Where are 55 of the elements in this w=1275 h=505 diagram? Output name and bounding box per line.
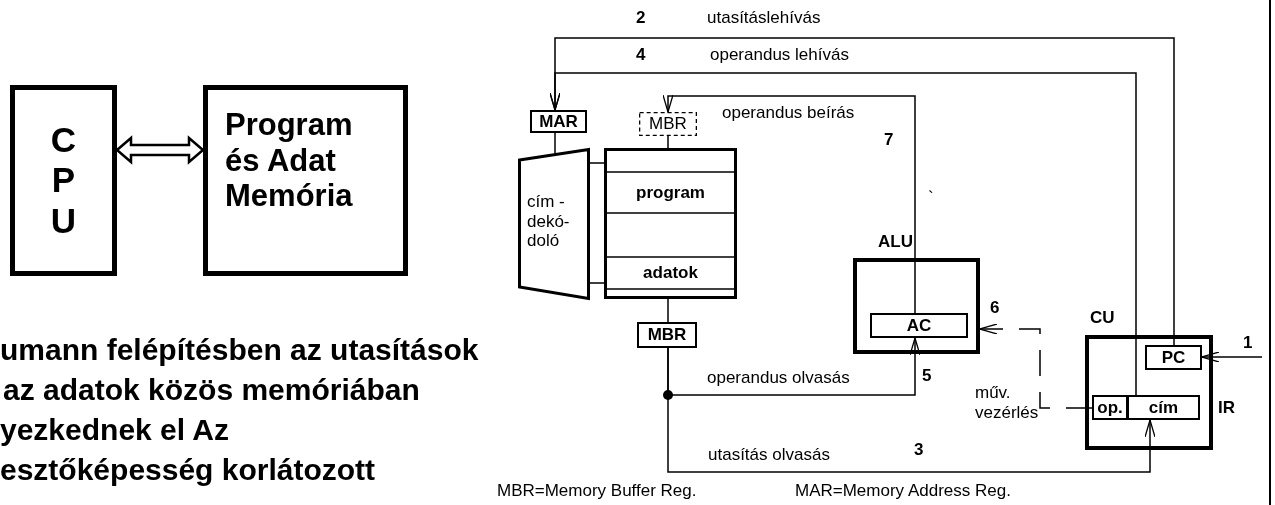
edge-label: operandus beírás xyxy=(722,103,855,123)
connector-line xyxy=(667,135,669,149)
connector-line xyxy=(589,162,605,284)
node-label: PC xyxy=(1161,347,1186,368)
step-number: 2 xyxy=(636,8,646,28)
connector-line xyxy=(667,298,669,323)
arrow xyxy=(1201,351,1263,363)
memory-box xyxy=(203,85,408,276)
step-number: 7 xyxy=(884,130,894,150)
step-number: 5 xyxy=(922,366,932,386)
alu-block xyxy=(853,232,980,354)
node-label: MBR xyxy=(647,325,687,345)
arrow xyxy=(662,94,916,314)
step-number: 4 xyxy=(636,45,646,65)
address-decoder xyxy=(518,148,590,300)
arrow xyxy=(667,337,921,396)
statement-text: az adatok közös memóriában xyxy=(3,373,420,408)
node-label: MAR xyxy=(539,111,578,132)
edge-label: operandus lehívás xyxy=(710,45,849,65)
statement-text: yezkednek el Az xyxy=(0,413,229,448)
node-label: Program és Adat Memória xyxy=(225,107,354,214)
register-box xyxy=(639,112,697,136)
block-heading: ALU xyxy=(878,232,913,252)
block-heading: CU xyxy=(1090,308,1115,328)
connector-line xyxy=(554,132,556,155)
edge-label: operandus olvasás xyxy=(707,368,850,388)
double-arrow xyxy=(115,135,205,165)
node-label: MBR xyxy=(649,114,687,134)
abbreviation-note: MAR=Memory Address Reg. xyxy=(795,481,1011,501)
register-box xyxy=(530,110,587,133)
statement-text: umann felépítésben az utasítások xyxy=(0,333,479,368)
cu-block xyxy=(1085,308,1213,450)
step-number: 1 xyxy=(1243,333,1253,353)
node-label: cím - dekó- doló xyxy=(527,192,571,251)
node-label: cím xyxy=(1148,397,1179,418)
register-box xyxy=(637,322,697,348)
node-label: adatok xyxy=(643,263,698,283)
stray-mark: ` xyxy=(928,188,934,208)
step-number: 3 xyxy=(914,440,924,460)
register-label: IR xyxy=(1218,398,1235,418)
statement-text: esztőképesség korlátozott xyxy=(0,453,376,488)
node-label: C P U xyxy=(49,120,78,241)
memory-array xyxy=(604,148,737,299)
node-label: op. xyxy=(1097,397,1123,418)
abbreviation-note: MBR=Memory Buffer Reg. xyxy=(497,481,697,501)
register-box xyxy=(1127,395,1200,420)
register-box xyxy=(1145,345,1202,370)
arrow xyxy=(979,323,1093,409)
node-label: program xyxy=(636,182,705,203)
register-box xyxy=(1092,395,1128,420)
node-label: AC xyxy=(906,315,932,336)
arrow xyxy=(549,72,1137,396)
step-number: 6 xyxy=(990,298,1000,318)
cpu-box xyxy=(10,85,117,276)
register-box xyxy=(870,313,968,338)
